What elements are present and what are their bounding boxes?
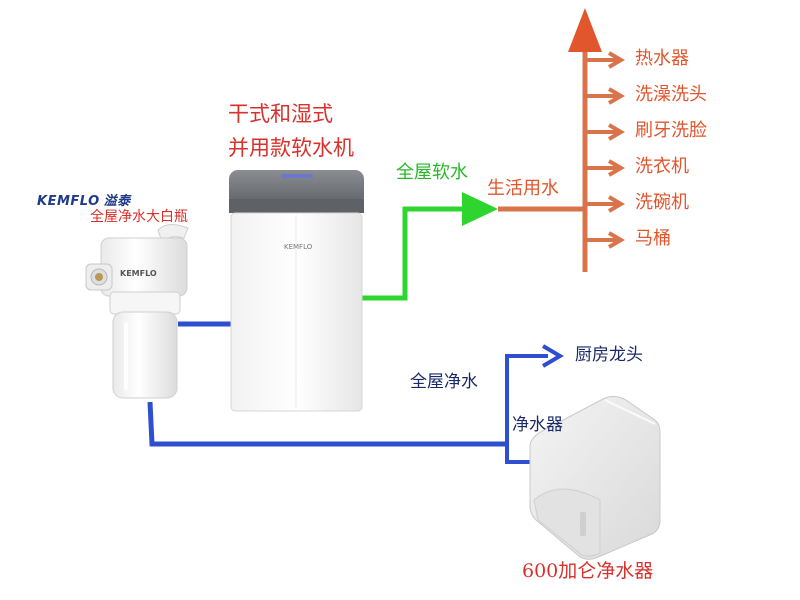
prefilter-badge: KEMFLO xyxy=(120,269,157,278)
usage-branch-arrow xyxy=(607,159,625,177)
usage-label: 洗碗机 xyxy=(635,192,689,213)
trunk-arrow-head xyxy=(568,8,602,52)
usage-branch-arrow xyxy=(607,87,625,105)
usage-branch-arrow xyxy=(607,231,625,249)
label-living-water: 生活用水 xyxy=(487,178,559,199)
usage-branch-arrow xyxy=(607,51,625,69)
softener-device xyxy=(229,170,364,412)
brand-logo-text: KEMFLO xyxy=(37,194,100,209)
label-soft-water: 全屋软水 xyxy=(396,162,468,183)
arrow-soft-water xyxy=(462,192,498,226)
arrow-kitchen-tap xyxy=(541,344,564,368)
purifier-device xyxy=(529,395,661,560)
pipe-soft-water xyxy=(362,206,468,301)
usage-label: 洗澡洗头 xyxy=(635,84,707,105)
softener-title-line1: 干式和湿式 xyxy=(228,102,333,126)
usage-branch-arrow xyxy=(607,195,625,213)
pipe-whole-house-pure xyxy=(505,354,548,444)
prefilter-name: 全屋净水大白瓶 xyxy=(90,209,188,225)
usage-label: 洗衣机 xyxy=(635,156,689,177)
softener-title-line2: 并用款软水机 xyxy=(228,136,354,160)
usage-label: 马桶 xyxy=(635,228,671,249)
label-purifier: 净水器 xyxy=(512,415,563,435)
softener-badge: KEMFLO xyxy=(284,243,313,251)
label-whole-house-pure: 全屋净水 xyxy=(410,372,478,392)
purifier-caption: 600加仑净水器 xyxy=(522,560,654,582)
usage-branches xyxy=(585,51,625,249)
pipe-filter-to-purifier xyxy=(147,401,507,447)
usage-label: 热水器 xyxy=(635,48,689,69)
label-kitchen-tap: 厨房龙头 xyxy=(575,345,643,365)
brand-logo-cn: 溢泰 xyxy=(103,194,131,209)
usage-branch-arrow xyxy=(607,123,625,141)
prefilter-device xyxy=(85,224,189,399)
usage-label: 刷牙洗脸 xyxy=(635,120,707,141)
